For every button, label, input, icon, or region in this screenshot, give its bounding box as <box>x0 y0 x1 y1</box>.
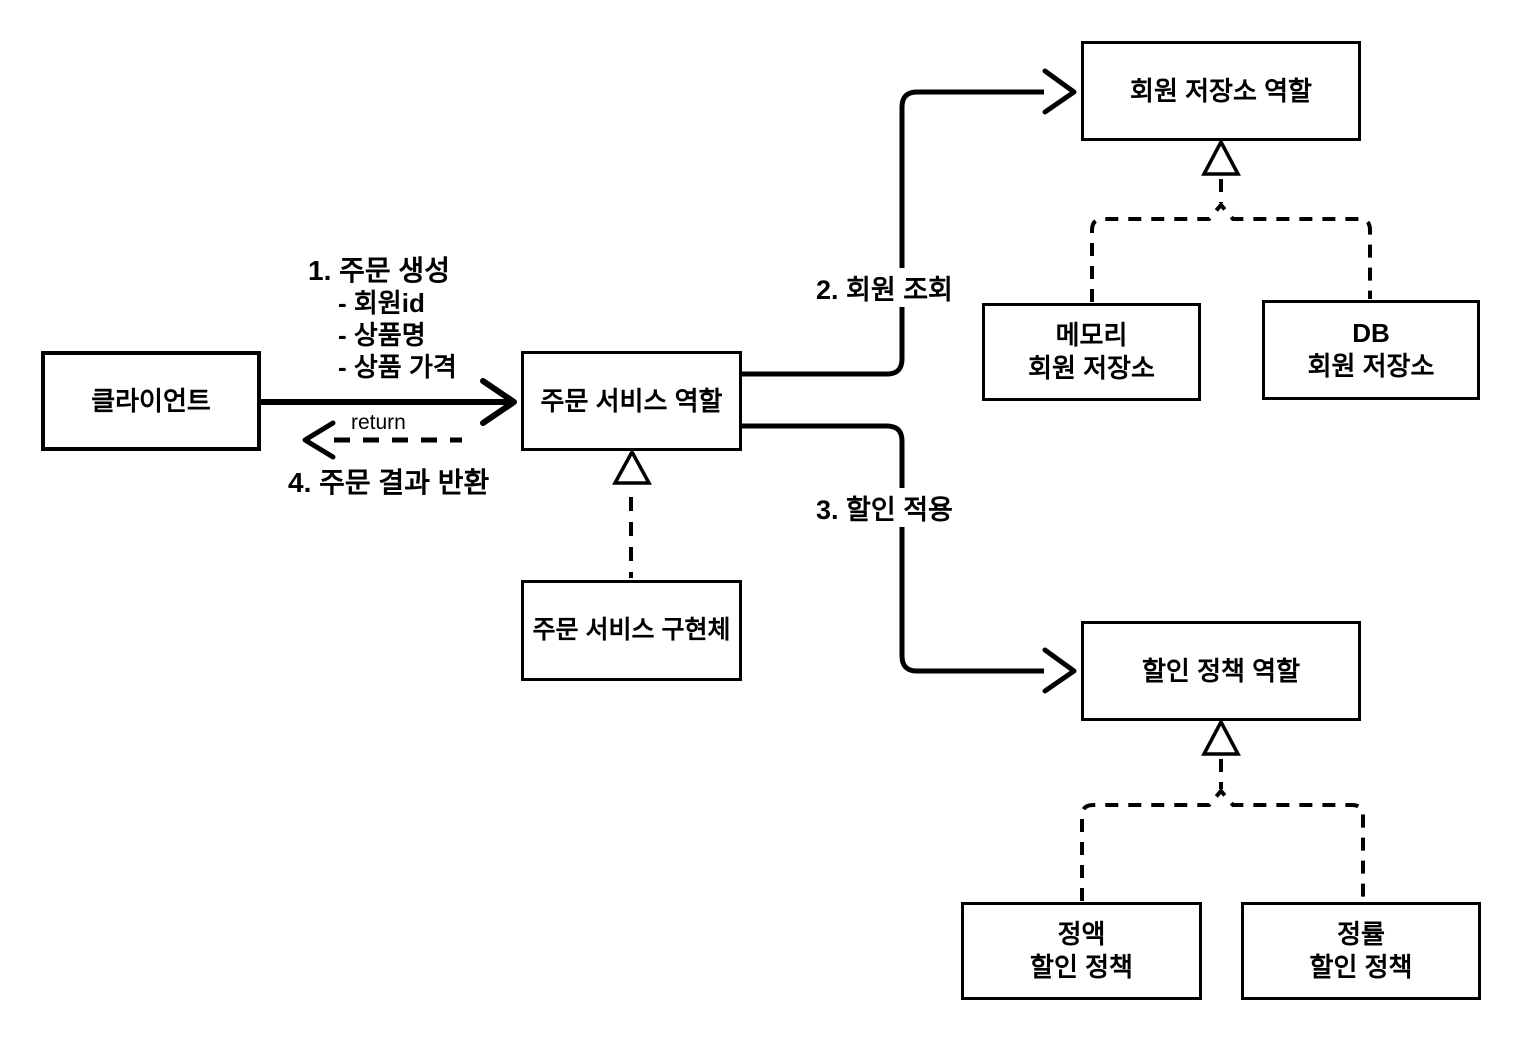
node-rate-discount-policy-line2: 할인 정책 <box>1309 952 1413 982</box>
node-fixed-discount-policy: 정액 할인 정책 <box>961 902 1202 1000</box>
member-repo-realization-triangle <box>1201 138 1241 176</box>
node-rate-discount-policy-line1: 정률 <box>1337 919 1385 949</box>
node-discount-policy-role: 할인 정책 역할 <box>1081 621 1361 721</box>
node-member-repo-role-label: 회원 저장소 역할 <box>1130 75 1312 106</box>
node-memory-member-repo-line1: 메모리 <box>1055 320 1128 350</box>
discount-policy-realization-branch <box>1080 787 1365 901</box>
step1-param-product-name: - 상품명 <box>338 320 426 350</box>
return-arrowhead <box>302 420 336 460</box>
node-order-service-role-label: 주문 서비스 역할 <box>540 385 723 416</box>
node-member-repo-role: 회원 저장소 역할 <box>1081 41 1361 141</box>
node-client-label: 클라이언트 <box>91 385 211 416</box>
step4-label: 4. 주문 결과 반환 <box>286 461 492 501</box>
discount-apply-arrowhead <box>1042 647 1077 694</box>
step1-params: - 회원id - 상품명 - 상품 가격 <box>338 287 457 383</box>
node-db-member-repo-line2: 회원 저장소 <box>1307 351 1435 381</box>
node-db-member-repo-line1: DB <box>1352 318 1390 348</box>
node-memory-member-repo-line2: 회원 저장소 <box>1028 353 1155 383</box>
step1-param-member-id: - 회원id <box>338 288 425 318</box>
step1-label: 1. 주문 생성 <box>306 249 452 289</box>
node-discount-policy-role-label: 할인 정책 역할 <box>1142 655 1300 686</box>
return-label: return <box>349 411 408 435</box>
order-service-realization-triangle <box>612 448 652 485</box>
order-create-arrowhead <box>480 378 517 426</box>
node-db-member-repo: DB 회원 저장소 <box>1262 300 1480 400</box>
node-memory-member-repo: 메모리 회원 저장소 <box>982 303 1201 401</box>
node-order-service-impl: 주문 서비스 구현체 <box>521 580 742 681</box>
step2-label: 2. 회원 조회 <box>814 268 955 307</box>
member-lookup-arrowhead <box>1042 68 1077 115</box>
node-order-service-role: 주문 서비스 역할 <box>521 351 742 451</box>
node-fixed-discount-policy-line2: 할인 정책 <box>1030 952 1133 982</box>
node-fixed-discount-policy-line1: 정액 <box>1057 919 1106 949</box>
node-order-service-impl-label: 주문 서비스 구현체 <box>532 616 731 644</box>
node-rate-discount-policy: 정률 할인 정책 <box>1241 902 1481 1000</box>
member-repo-realization-branch <box>1090 201 1372 302</box>
step1-param-product-price: - 상품 가격 <box>338 352 457 382</box>
member-lookup-arrow-line <box>742 89 1044 377</box>
node-client: 클라이언트 <box>41 351 261 451</box>
step3-label: 3. 할인 적용 <box>814 488 955 527</box>
discount-apply-arrow-line <box>742 423 1044 674</box>
discount-policy-realization-triangle <box>1201 718 1241 756</box>
